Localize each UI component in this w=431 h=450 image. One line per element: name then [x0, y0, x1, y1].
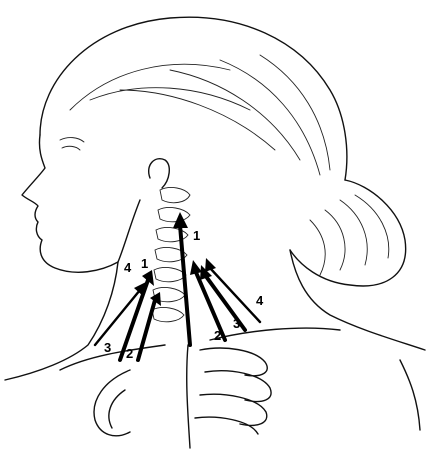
label-2-left: 2	[126, 346, 133, 361]
label-4-left: 4	[124, 260, 132, 275]
face-profile	[22, 135, 140, 272]
label-2-right: 2	[214, 328, 221, 343]
label-3-right: 3	[233, 316, 240, 331]
arrow-left-2	[138, 300, 155, 360]
arrow-right-3-head	[205, 258, 216, 272]
label-3-left: 3	[104, 340, 111, 355]
arrow-center-1	[180, 225, 190, 345]
ear	[149, 159, 170, 188]
label-1-left: 1	[141, 256, 148, 271]
arrow-right-1-head	[190, 260, 202, 275]
label-4-right: 4	[256, 293, 264, 308]
hair	[40, 17, 406, 286]
clavicles	[60, 328, 340, 370]
label-1-center: 1	[193, 228, 200, 243]
arrow-center-1-head	[173, 212, 188, 228]
arrow-group	[95, 212, 260, 360]
